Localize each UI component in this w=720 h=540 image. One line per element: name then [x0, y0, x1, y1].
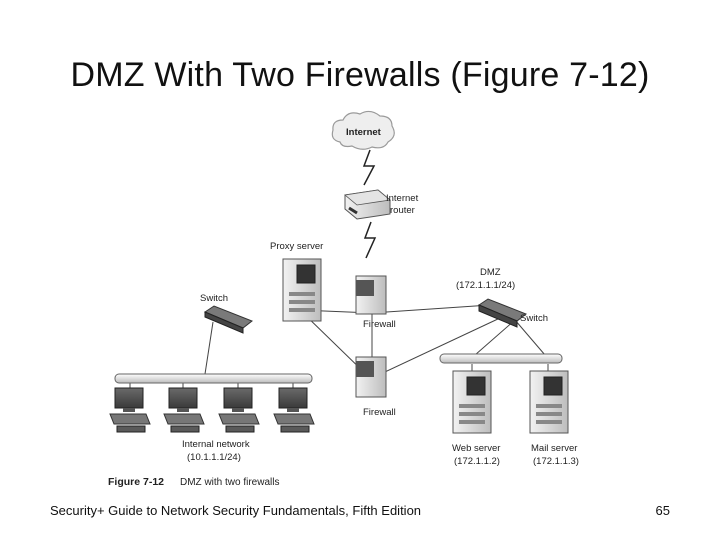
workstation-icon	[163, 387, 205, 433]
firewall-top-label: Firewall	[363, 319, 396, 330]
web-server-ip: (172.1.1.2)	[454, 456, 500, 467]
firewall-bottom-icon	[355, 356, 387, 398]
page-number: 65	[655, 503, 670, 518]
switch-right-icon	[477, 298, 527, 328]
workstation-icon	[273, 387, 315, 433]
wan-link-icon	[363, 221, 377, 259]
wan-link-icon	[362, 149, 376, 186]
workstation-icon	[109, 387, 151, 433]
switch-right-label: Switch	[520, 313, 548, 324]
dmz-network-bus	[439, 353, 563, 364]
firewall-top-icon	[355, 275, 387, 315]
internal-network-label: Internal network	[182, 439, 250, 450]
web-server-label: Web server	[452, 443, 500, 454]
router-label-line2: router	[390, 205, 415, 216]
dmz-range: (172.1.1.1/24)	[456, 280, 515, 291]
figure-caption: DMZ with two firewalls	[180, 477, 279, 488]
internet-label: Internet	[346, 127, 382, 138]
proxy-server-icon	[282, 258, 322, 322]
web-server-icon	[452, 370, 492, 434]
mail-server-icon	[529, 370, 569, 434]
internal-network-bus	[114, 373, 313, 384]
mail-server-label: Mail server	[531, 443, 577, 454]
figure-number: Figure 7-12	[108, 476, 164, 488]
proxy-server-label: Proxy server	[270, 241, 323, 252]
switch-left-icon	[203, 305, 253, 334]
dmz-label: DMZ	[480, 267, 501, 278]
footer-text: Security+ Guide to Network Security Fund…	[50, 503, 422, 518]
mail-server-ip: (172.1.1.3)	[533, 456, 579, 467]
internet-router-icon	[344, 189, 391, 220]
internet-cloud-icon	[331, 110, 395, 150]
internal-network-range: (10.1.1.1/24)	[187, 452, 241, 463]
slide-title: DMZ With Two Firewalls (Figure 7-12)	[70, 56, 650, 94]
firewall-bottom-label: Firewall	[363, 407, 396, 418]
router-label-line1: Internet	[386, 193, 419, 204]
switch-left-label: Switch	[200, 293, 228, 304]
workstation-icon	[218, 387, 260, 433]
